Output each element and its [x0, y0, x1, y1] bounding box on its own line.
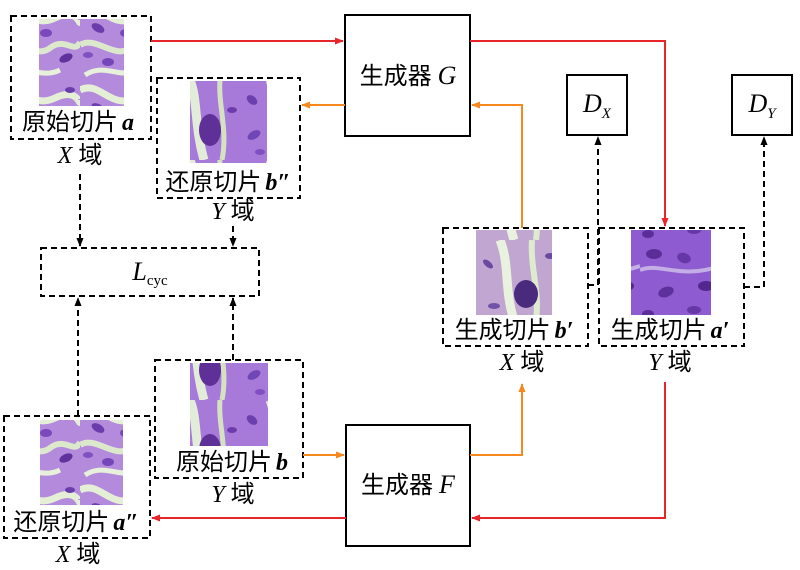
tissue-image-generated-b — [476, 230, 552, 315]
slice-box-reconstructed-b — [156, 77, 301, 199]
discriminator-y-box — [731, 74, 793, 136]
tissue-image-generated-a — [631, 230, 711, 315]
discriminator-x-box — [566, 74, 628, 136]
arrow-generator-f-to-b-prime — [470, 383, 526, 456]
loss-box — [40, 247, 260, 297]
dashed-arrow-a-prime-to-dy — [744, 136, 768, 288]
generator-f-box — [345, 424, 471, 547]
slice-box-generated-b — [442, 227, 589, 347]
dashed-arrow-b-prime-to-dx — [588, 136, 602, 286]
slice-box-original-a — [10, 15, 152, 140]
tissue-image-reconstructed-b — [190, 81, 267, 163]
arrow-generator-g-to-a-prime — [470, 40, 669, 227]
discriminator-x-label: DX — [582, 89, 612, 122]
tissue-image-reconstructed-a — [40, 420, 123, 505]
discriminator-y-label: DY — [747, 89, 777, 122]
arrow-a-prime-to-generator-f — [471, 382, 666, 522]
cycle-loss-label: Lcyc — [131, 257, 168, 289]
arrow-b-prime-to-generator-g — [471, 101, 523, 228]
tissue-image-original-a — [39, 19, 124, 106]
tissue-image-original-b — [190, 363, 268, 446]
slice-box-original-b — [154, 359, 304, 479]
generator-g-box — [344, 14, 471, 137]
